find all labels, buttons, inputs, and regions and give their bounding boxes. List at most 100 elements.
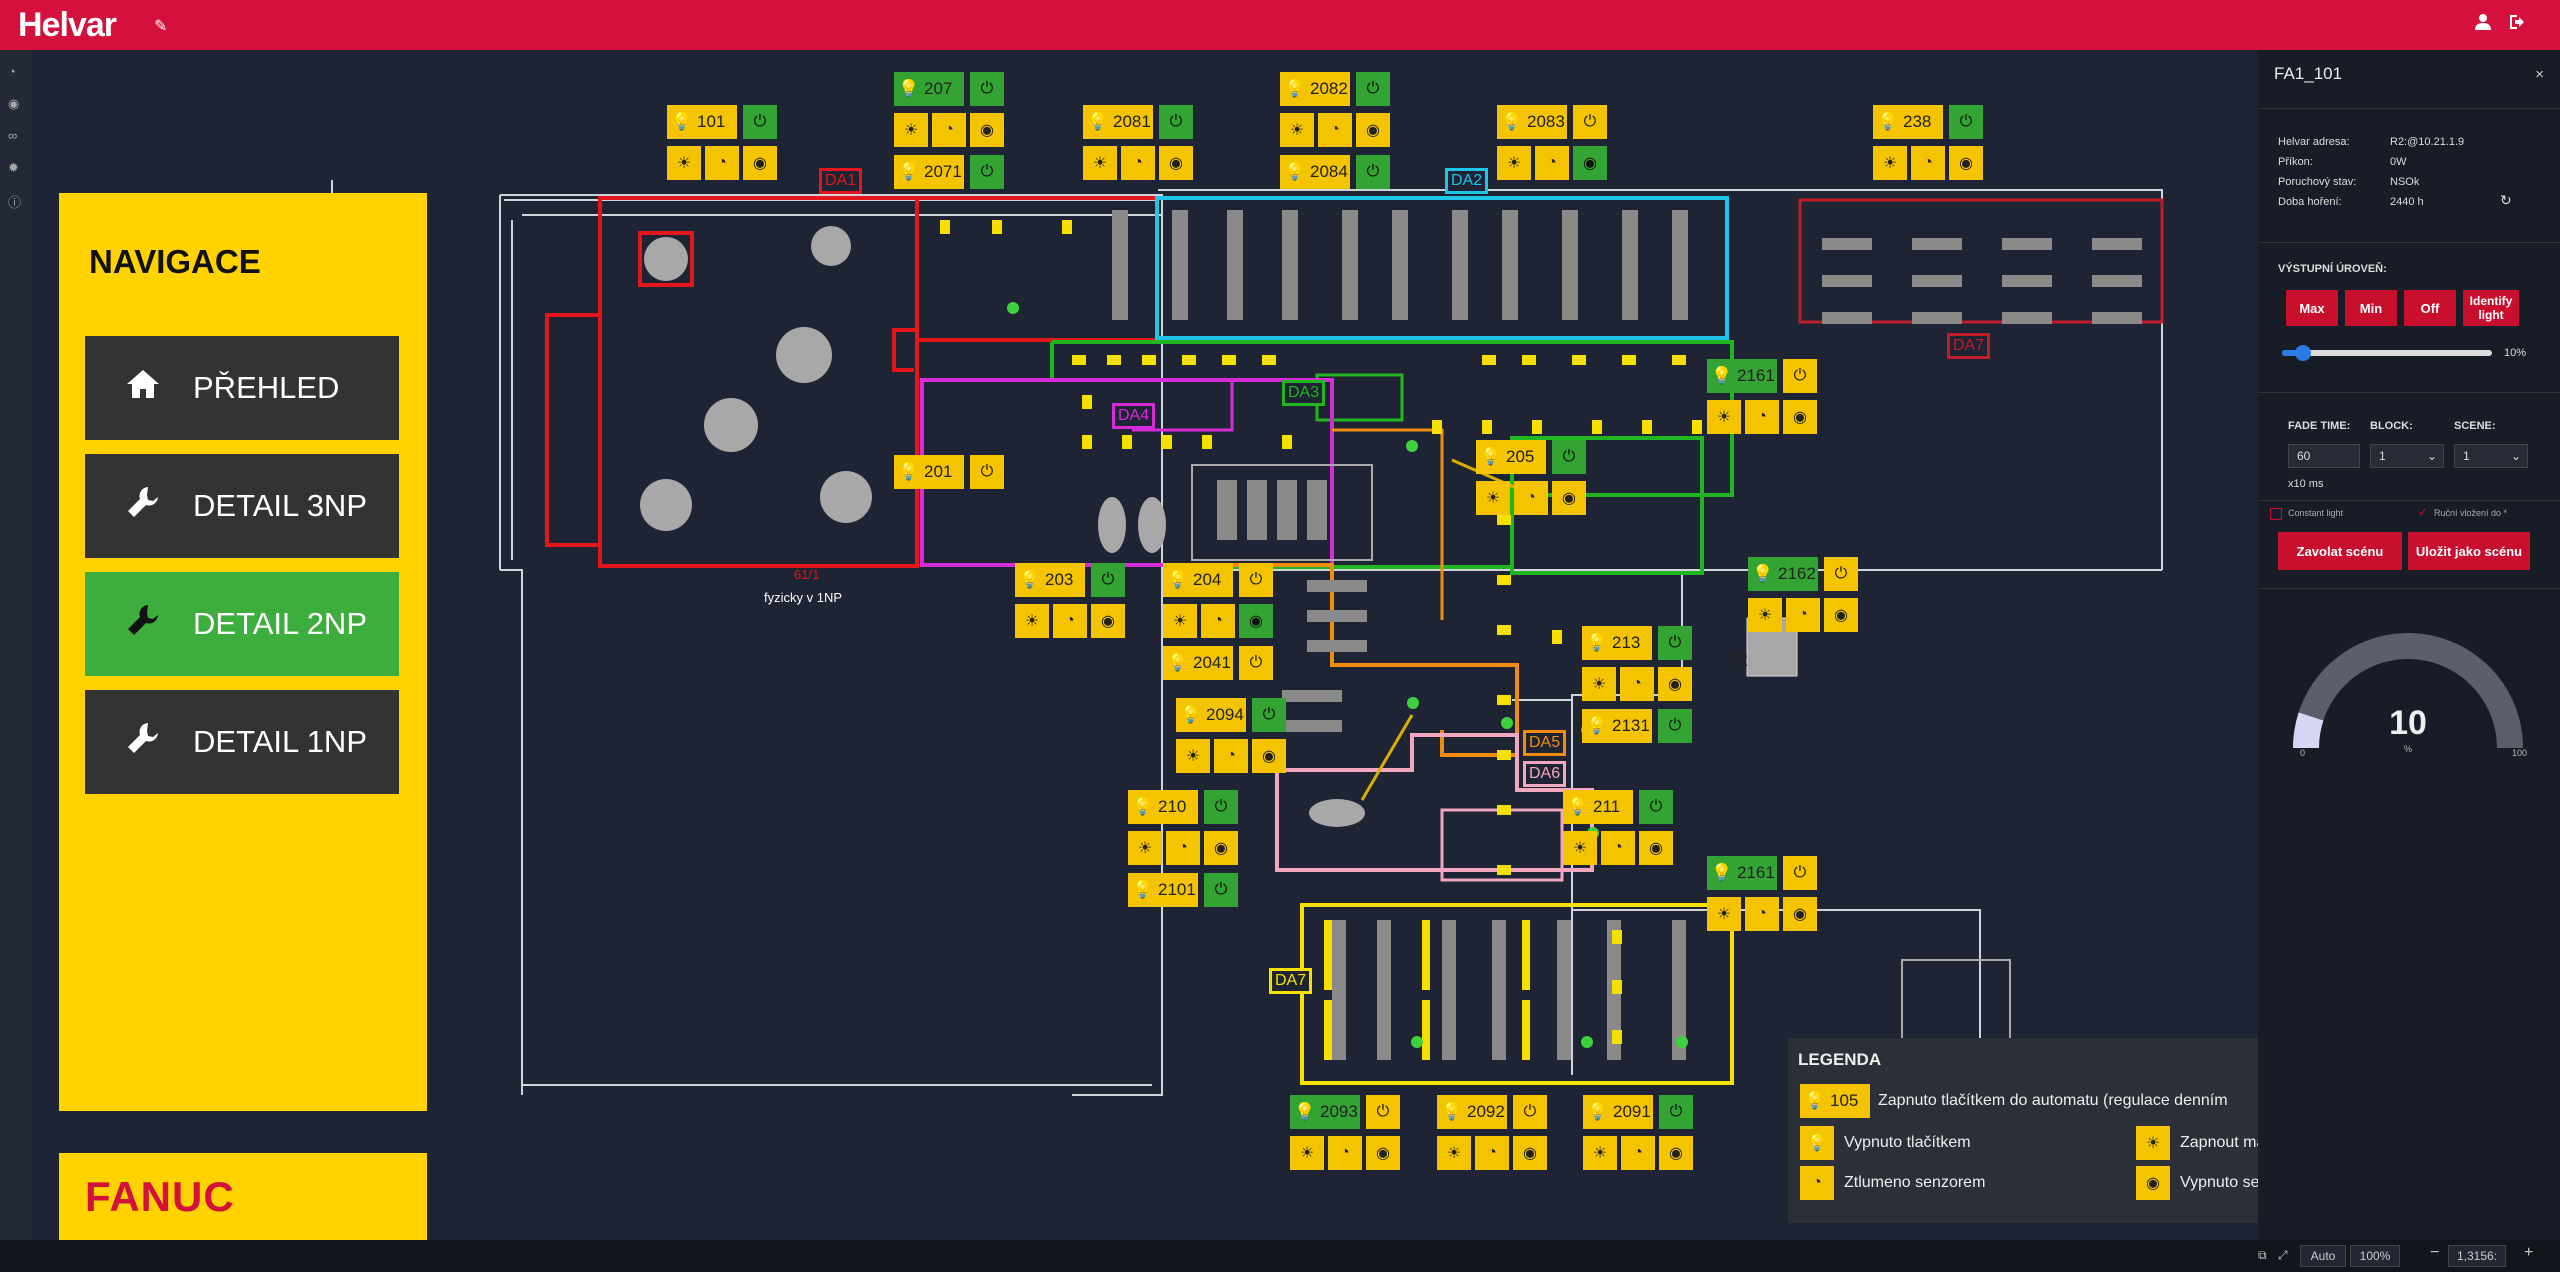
power-icon[interactable]: ⏻ bbox=[1824, 557, 1858, 591]
clock-dim-icon[interactable]: ◔ bbox=[1621, 1136, 1655, 1170]
manual-on-icon[interactable]: ☀ bbox=[1707, 897, 1741, 931]
zone-label-da1[interactable]: DA1 bbox=[819, 168, 863, 194]
manual-on-icon[interactable]: ☀ bbox=[667, 146, 701, 180]
room-2131-toggle[interactable]: 💡2131 bbox=[1582, 709, 1652, 743]
zoom-out-button[interactable]: − bbox=[2430, 1244, 2440, 1261]
manual-on-icon[interactable]: ☀ bbox=[1128, 831, 1162, 865]
room-101-toggle[interactable]: 💡101 bbox=[667, 105, 737, 139]
sensor-off-icon[interactable]: ◉ bbox=[1366, 1136, 1400, 1170]
sensor-off-icon[interactable]: ◉ bbox=[1252, 739, 1286, 773]
power-icon[interactable]: ⏻ bbox=[1356, 72, 1390, 106]
room-207-toggle[interactable]: 💡207 bbox=[894, 72, 964, 106]
room-204-toggle[interactable]: 💡204 bbox=[1163, 563, 1233, 597]
sensor-off-icon[interactable]: ◉ bbox=[1658, 667, 1692, 701]
dashboard-icon[interactable]: ◔ bbox=[8, 64, 16, 79]
zone-label-da7-b[interactable]: DA7 bbox=[1947, 333, 1991, 359]
info-icon[interactable]: ⓘ bbox=[8, 195, 22, 210]
clock-dim-icon[interactable]: ◔ bbox=[1601, 831, 1635, 865]
clock-dim-icon[interactable]: ◔ bbox=[705, 146, 739, 180]
power-icon[interactable]: ⏻ bbox=[1949, 105, 1983, 139]
manual-on-icon[interactable]: ☀ bbox=[894, 113, 928, 147]
manual-on-icon[interactable]: ☀ bbox=[1748, 598, 1782, 632]
scale-input[interactable]: 1,3156: bbox=[2448, 1245, 2506, 1267]
room-238-toggle[interactable]: 💡238 bbox=[1873, 105, 1943, 139]
nav-item-prehled[interactable]: PŘEHLED bbox=[85, 336, 399, 440]
clock-dim-icon[interactable]: ◔ bbox=[1514, 481, 1548, 515]
room-2094-toggle[interactable]: 💡2094 bbox=[1176, 698, 1246, 732]
level-slider-handle[interactable] bbox=[2295, 345, 2311, 361]
room-2084-toggle[interactable]: 💡2084 bbox=[1280, 155, 1350, 189]
room-2091-toggle[interactable]: 💡2091 bbox=[1583, 1095, 1653, 1129]
manual-on-icon[interactable]: ☀ bbox=[1497, 146, 1531, 180]
identify-light-button[interactable]: Identify light bbox=[2463, 290, 2519, 326]
clock-dim-icon[interactable]: ◔ bbox=[1318, 113, 1352, 147]
nav-item-detail-3np[interactable]: DETAIL 3NP bbox=[85, 454, 399, 558]
auto-zoom-button[interactable]: Auto bbox=[2300, 1245, 2346, 1267]
power-icon[interactable]: ⏻ bbox=[1204, 790, 1238, 824]
clock-dim-icon[interactable]: ◔ bbox=[1911, 146, 1945, 180]
room-2093-toggle[interactable]: 💡2093 bbox=[1290, 1095, 1360, 1129]
nav-item-detail-2np[interactable]: DETAIL 2NP bbox=[85, 572, 399, 676]
call-scene-button[interactable]: Zavolat scénu bbox=[2278, 532, 2402, 570]
clock-dim-icon[interactable]: ◔ bbox=[1328, 1136, 1362, 1170]
clock-dim-icon[interactable]: ◔ bbox=[1620, 667, 1654, 701]
room-211-toggle[interactable]: 💡211 bbox=[1563, 790, 1633, 824]
sensor-off-icon[interactable]: ◉ bbox=[1091, 604, 1125, 638]
power-icon[interactable]: ⏻ bbox=[1252, 698, 1286, 732]
sensor-off-icon[interactable]: ◉ bbox=[1573, 146, 1607, 180]
user-icon[interactable] bbox=[2474, 13, 2492, 37]
sensor-off-icon[interactable]: ◉ bbox=[1356, 113, 1390, 147]
eye-icon[interactable]: ◉ bbox=[8, 96, 20, 111]
manual-on-icon[interactable]: ☀ bbox=[1582, 667, 1616, 701]
sensor-off-icon[interactable]: ◉ bbox=[1659, 1136, 1693, 1170]
clock-dim-icon[interactable]: ◔ bbox=[1214, 739, 1248, 773]
power-icon[interactable]: ⏻ bbox=[1513, 1095, 1547, 1129]
zone-label-da5[interactable]: DA5 bbox=[1523, 730, 1567, 756]
power-icon[interactable]: ⏻ bbox=[1366, 1095, 1400, 1129]
manual-on-icon[interactable]: ☀ bbox=[1437, 1136, 1471, 1170]
manual-on-icon[interactable]: ☀ bbox=[1163, 604, 1197, 638]
sensor-off-icon[interactable]: ◉ bbox=[1204, 831, 1238, 865]
room-210-toggle[interactable]: 💡210 bbox=[1128, 790, 1198, 824]
clock-dim-icon[interactable]: ◔ bbox=[932, 113, 966, 147]
manual-on-icon[interactable]: ☀ bbox=[1563, 831, 1597, 865]
power-icon[interactable]: ⏻ bbox=[1783, 359, 1817, 393]
room-205-toggle[interactable]: 💡205 bbox=[1476, 440, 1546, 474]
room-2162-toggle[interactable]: 💡2162 bbox=[1748, 557, 1818, 591]
zone-label-da7[interactable]: DA7 bbox=[1269, 968, 1313, 994]
manual-on-icon[interactable]: ☀ bbox=[1280, 113, 1314, 147]
manual-on-icon[interactable]: ☀ bbox=[1583, 1136, 1617, 1170]
room-2161-toggle[interactable]: 💡2161 bbox=[1707, 856, 1777, 890]
room-2041-toggle[interactable]: 💡2041 bbox=[1163, 646, 1233, 680]
power-icon[interactable]: ⏻ bbox=[1658, 709, 1692, 743]
manual-on-icon[interactable]: ☀ bbox=[1476, 481, 1510, 515]
off-button[interactable]: Off bbox=[2404, 290, 2456, 326]
save-scene-button[interactable]: Uložit jako scénu bbox=[2408, 532, 2530, 570]
power-icon[interactable]: ⏻ bbox=[1091, 563, 1125, 597]
manual-on-icon[interactable]: ☀ bbox=[1873, 146, 1907, 180]
power-icon[interactable]: ⏻ bbox=[743, 105, 777, 139]
nav-item-detail-1np[interactable]: DETAIL 1NP bbox=[85, 690, 399, 794]
sensor-off-icon[interactable]: ◉ bbox=[1639, 831, 1673, 865]
room-2083-toggle[interactable]: 💡2083 bbox=[1497, 105, 1567, 139]
clock-dim-icon[interactable]: ◔ bbox=[1745, 897, 1779, 931]
clock-dim-icon[interactable]: ◔ bbox=[1053, 604, 1087, 638]
zoom-button[interactable]: 100% bbox=[2350, 1245, 2400, 1267]
power-icon[interactable]: ⏻ bbox=[1639, 790, 1673, 824]
power-icon[interactable]: ⏻ bbox=[1573, 105, 1607, 139]
power-icon[interactable]: ⏻ bbox=[1204, 873, 1238, 907]
sensor-off-icon[interactable]: ◉ bbox=[1949, 146, 1983, 180]
power-icon[interactable]: ⏻ bbox=[970, 455, 1004, 489]
clock-dim-icon[interactable]: ◔ bbox=[1121, 146, 1155, 180]
power-icon[interactable]: ⏻ bbox=[970, 72, 1004, 106]
constant-light-checkbox[interactable] bbox=[2270, 508, 2282, 520]
block-select[interactable]: 1⌄ bbox=[2370, 444, 2444, 468]
fullscreen-icon[interactable]: ⤢ bbox=[2278, 1248, 2288, 1262]
manual-on-icon[interactable]: ☀ bbox=[1083, 146, 1117, 180]
room-2101-toggle[interactable]: 💡2101 bbox=[1128, 873, 1198, 907]
pencil-icon[interactable]: ✎ bbox=[154, 18, 168, 35]
zone-label-da6[interactable]: DA6 bbox=[1523, 761, 1567, 787]
zoom-in-button[interactable]: + bbox=[2524, 1244, 2534, 1261]
scene-select[interactable]: 1⌄ bbox=[2454, 444, 2528, 468]
manual-on-icon[interactable]: ☀ bbox=[1176, 739, 1210, 773]
